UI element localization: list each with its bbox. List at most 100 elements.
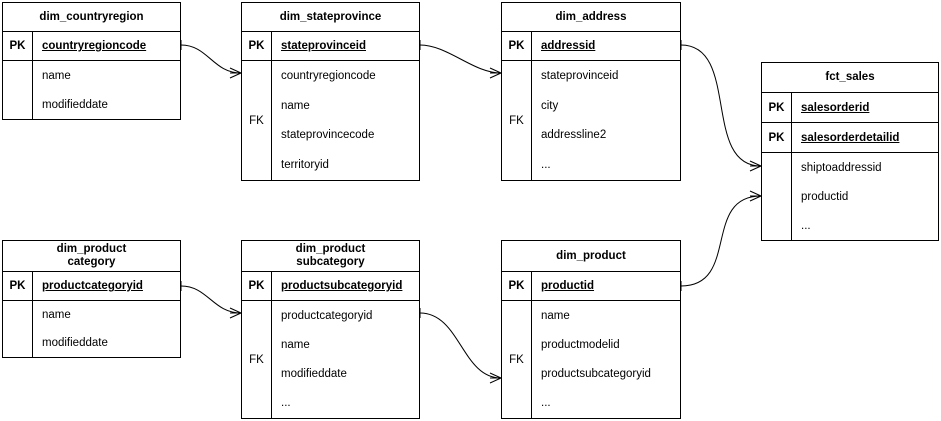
relationship-productcategory-to-subcategory xyxy=(180,281,242,319)
attribute-name: productid xyxy=(541,280,595,292)
key-marker: FK xyxy=(242,61,272,180)
key-marker: PK xyxy=(3,32,33,60)
key-marker xyxy=(762,153,792,240)
entity-title: dim_product category xyxy=(3,241,180,272)
attribute-body-block: name modifieddate xyxy=(3,61,180,119)
entity-title: dim_product xyxy=(502,241,680,272)
attribute-name: ... xyxy=(541,397,551,410)
attribute-body-block: name modifieddate xyxy=(3,301,180,357)
attribute-name: stateprovinceid xyxy=(541,69,619,82)
attribute-name: stateprovincecode xyxy=(281,129,375,142)
entity-title: dim_product subcategory xyxy=(242,241,419,272)
attribute-row[interactable]: PK productsubcategoryid xyxy=(242,272,419,301)
relationship-address-to-fctsales xyxy=(680,40,762,172)
attribute-name: territoryid xyxy=(281,159,329,172)
entity-title: dim_countryregion xyxy=(3,3,180,32)
key-marker: PK xyxy=(3,272,33,300)
attribute-row[interactable]: PK salesorderdetailid xyxy=(762,123,938,153)
attribute-name: ... xyxy=(541,159,551,172)
entity-title: fct_sales xyxy=(762,63,938,93)
key-marker: PK xyxy=(502,32,532,60)
attribute-name: name xyxy=(42,69,71,82)
relationship-subcategory-to-product xyxy=(419,308,502,384)
relationship-line xyxy=(419,44,502,74)
attribute-name: productcategoryid xyxy=(42,280,143,292)
attribute-list: productcategoryid name modifieddate... xyxy=(272,301,419,418)
relationship-stateprovince-to-address xyxy=(419,40,502,79)
key-marker: FK xyxy=(242,301,272,418)
attribute-name: salesorderdetailid xyxy=(801,131,900,144)
key-marker: FK xyxy=(502,61,532,180)
attribute-row[interactable]: PK salesorderid xyxy=(762,93,938,123)
key-marker: PK xyxy=(762,93,792,122)
attribute-body-block: FK countryregioncode name stateprovincecode… xyxy=(242,61,419,180)
key-marker xyxy=(3,61,33,119)
attribute-name: salesorderid xyxy=(801,101,870,114)
attribute-name: name xyxy=(281,338,310,351)
attribute-name: name xyxy=(42,309,71,321)
attribute-name: shiptoaddressid xyxy=(801,161,882,174)
attribute-name: modifieddate xyxy=(42,98,108,111)
relationship-line xyxy=(180,44,242,74)
key-marker: PK xyxy=(242,32,272,60)
entity-title: dim_stateprovince xyxy=(242,3,419,32)
attribute-list: name productmodelid productsubcategoryid..… xyxy=(532,301,680,418)
attribute-name: countryregioncode xyxy=(281,69,376,82)
attribute-body-block: FK name productmodelid productsubcategoryid… xyxy=(502,301,680,418)
attribute-name: addressline2 xyxy=(541,129,607,142)
attribute-name: productsubcategoryid xyxy=(281,280,403,292)
attribute-name: city xyxy=(541,99,559,112)
attribute-name: productsubcategoryid xyxy=(541,368,651,381)
attribute-name: modifieddate xyxy=(42,337,108,349)
key-marker: PK xyxy=(762,123,792,152)
attribute-list: stateprovinceid city addressline2... xyxy=(532,61,680,180)
relationship-line xyxy=(419,312,502,379)
relationship-line xyxy=(680,195,762,287)
entity-title: dim_address xyxy=(502,3,680,32)
attribute-name: productid xyxy=(801,190,849,203)
relationship-product-to-fctsales xyxy=(680,190,762,291)
attribute-body-block: FK stateprovinceid city addressline2... xyxy=(502,61,680,180)
attribute-name: productcategoryid xyxy=(281,309,373,322)
attribute-name: stateprovinceid xyxy=(281,40,366,52)
attribute-list: name modifieddate xyxy=(33,301,180,357)
key-marker: PK xyxy=(502,272,532,300)
cardinality-many-marker xyxy=(489,67,502,79)
attribute-list: name modifieddate xyxy=(33,61,180,119)
key-marker: FK xyxy=(502,301,532,418)
relationship-countryregion-to-stateprovince xyxy=(180,40,242,79)
cardinality-many-marker xyxy=(489,372,502,384)
relationship-line xyxy=(680,44,762,167)
attribute-name: name xyxy=(281,99,310,112)
attribute-row[interactable]: PK countryregioncode xyxy=(3,32,180,61)
cardinality-many-marker xyxy=(229,307,242,319)
attribute-row[interactable]: PK addressid xyxy=(502,32,680,61)
attribute-name: productmodelid xyxy=(541,338,620,351)
attribute-name: modifieddate xyxy=(281,368,347,381)
attribute-name: name xyxy=(541,309,570,322)
attribute-row[interactable]: PK productcategoryid xyxy=(3,272,180,301)
attribute-row[interactable]: PK stateprovinceid xyxy=(242,32,419,61)
key-marker: PK xyxy=(242,272,272,300)
attribute-name: ... xyxy=(281,397,291,410)
relationship-line xyxy=(180,285,242,314)
cardinality-many-marker xyxy=(749,190,762,202)
attribute-body-block: FK productcategoryid name modifieddate... xyxy=(242,301,419,418)
attribute-row[interactable]: PK productid xyxy=(502,272,680,301)
cardinality-many-marker xyxy=(749,160,762,172)
attribute-name: countryregioncode xyxy=(42,40,147,52)
cardinality-many-marker xyxy=(229,67,242,79)
attribute-name: addressid xyxy=(541,40,596,52)
key-marker xyxy=(3,301,33,357)
attribute-list: countryregioncode name stateprovincecode te… xyxy=(272,61,419,180)
